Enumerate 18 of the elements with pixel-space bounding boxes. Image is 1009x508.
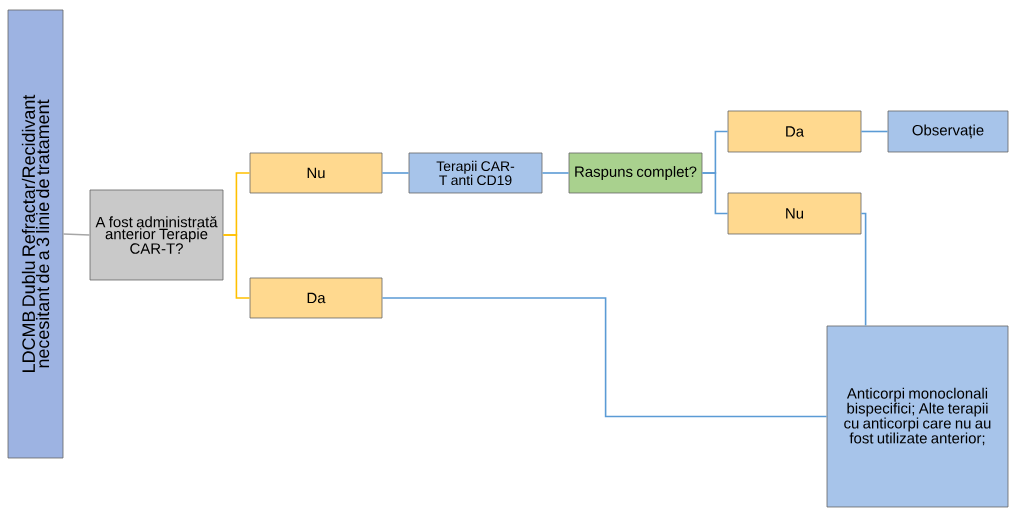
therapy-box: Anticorpi monoclonali bispecifici; Alte terapii cu anticorpi care nu au fost utilizate anterior; bbox=[826, 325, 1009, 508]
answer-box: Da bbox=[249, 277, 383, 319]
therapy-box: Terapii CAR-T anti CD19 bbox=[408, 152, 543, 194]
connector-line bbox=[381, 297, 828, 418]
connector-line bbox=[860, 130, 889, 133]
question-box: Raspuns complet? bbox=[568, 152, 703, 194]
answer-box: Da bbox=[727, 110, 862, 153]
connector-line bbox=[701, 172, 729, 215]
outcome-box: Observație bbox=[887, 110, 1009, 153]
question-box: A fost administrată anterior Terapie CAR-T? bbox=[89, 189, 224, 281]
title-bar: LDCMB Dublu Refractar/Recidivant necesitant de a 3 linie de tratament bbox=[7, 9, 64, 459]
connector-line bbox=[62, 233, 91, 236]
connector-line bbox=[381, 172, 410, 174]
connector-line bbox=[541, 172, 570, 174]
answer-box: Nu bbox=[727, 192, 862, 235]
connector-line bbox=[860, 212, 867, 327]
answer-box: Nu bbox=[249, 152, 383, 194]
connector-line bbox=[222, 234, 251, 299]
